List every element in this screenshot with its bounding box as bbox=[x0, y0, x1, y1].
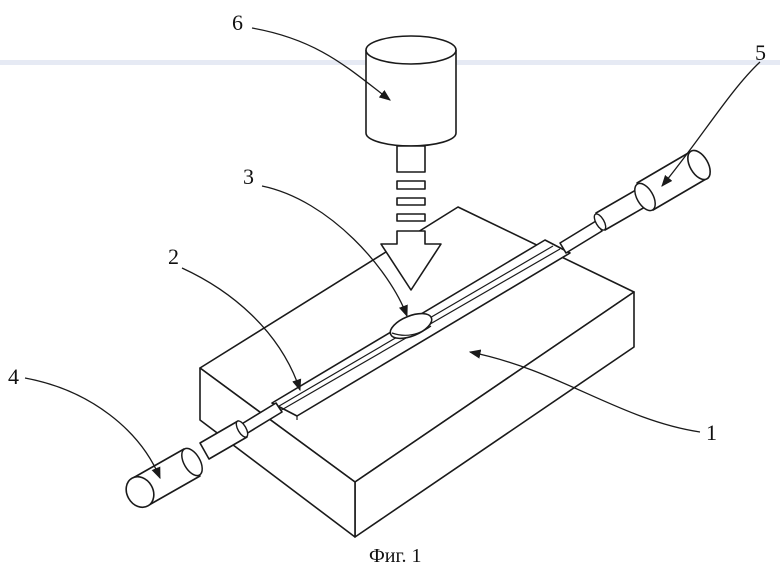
right-fiber-connector bbox=[560, 147, 715, 253]
label-6: 6 bbox=[232, 10, 243, 35]
label-4: 4 bbox=[8, 364, 19, 389]
leader-5 bbox=[662, 62, 760, 186]
label-5: 5 bbox=[755, 40, 766, 65]
label-1: 1 bbox=[706, 420, 717, 445]
label-2: 2 bbox=[168, 244, 179, 269]
leader-4 bbox=[25, 378, 160, 478]
figure-caption: Фиг. 1 bbox=[369, 545, 421, 567]
label-3: 3 bbox=[243, 164, 254, 189]
